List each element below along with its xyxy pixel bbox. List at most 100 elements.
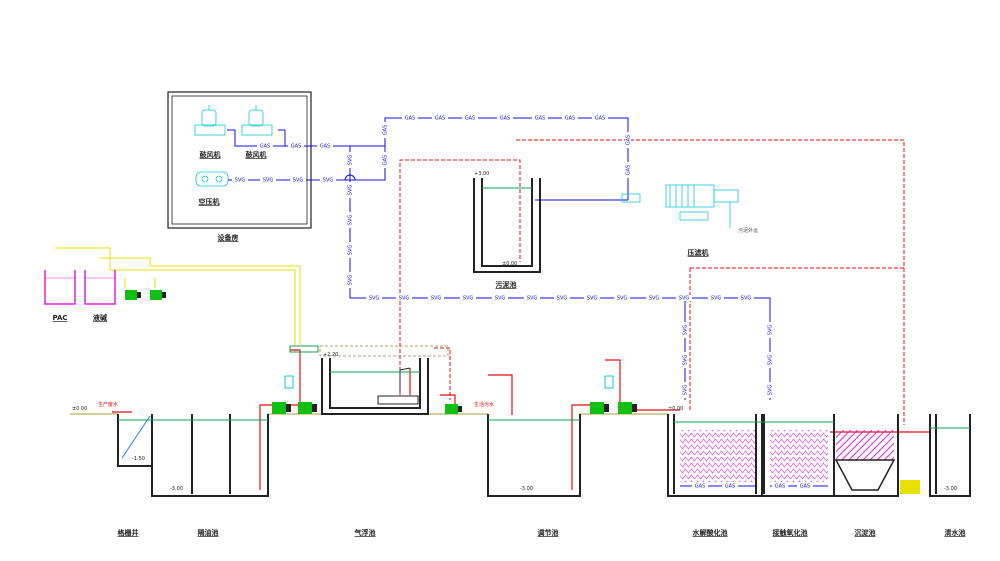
svg-pipe-tag: SVG bbox=[768, 355, 774, 366]
level-screen-bottom: -1.50 bbox=[132, 456, 145, 462]
svg-pipe-tag: SVG bbox=[263, 178, 274, 184]
svg-pipe-tag: SVG bbox=[369, 296, 380, 302]
equipment-room: 鼓风机 鼓风机 空压机 设备房 bbox=[167, 91, 312, 242]
svg-pipe-tag: SVG bbox=[741, 296, 752, 302]
sludge-tank-label: 污泥池 bbox=[496, 280, 517, 289]
gas-pipe-tag: GAS bbox=[565, 116, 575, 122]
svg-pipe-tag: SVG bbox=[679, 296, 690, 302]
unit-label-sedimentation: 沉淀池 bbox=[855, 528, 876, 537]
svg-pipe-tag: SVG bbox=[348, 215, 354, 226]
blower-2-label: 鼓风机 bbox=[246, 150, 267, 159]
blower-2-icon bbox=[241, 105, 273, 136]
flotation-dosing-device-icon bbox=[284, 345, 319, 389]
gas-pipe-tag: GAS bbox=[695, 484, 705, 490]
air-flotation-tank bbox=[321, 358, 429, 415]
oil-separator bbox=[150, 414, 269, 497]
filter-press-icon bbox=[621, 184, 739, 228]
gas-pipe-tag: GAS bbox=[500, 116, 510, 122]
gas-pipe-tag: GAS bbox=[775, 484, 785, 490]
flotation-pump-1-icon bbox=[272, 402, 291, 414]
svg-pipe-tag: SVG bbox=[768, 325, 774, 336]
level-ground-left: ±0.00 bbox=[72, 406, 87, 412]
sludge-pipes bbox=[399, 139, 905, 425]
lift-dosing-device-icon bbox=[604, 375, 614, 389]
outward-transport-label: 污泥外运 bbox=[738, 227, 758, 234]
caustic-label: 液碱 bbox=[93, 313, 107, 322]
gas-pipe-tag: GAS bbox=[383, 155, 389, 165]
svg-pipe-tag: SVG bbox=[348, 155, 354, 166]
equipment-room-label: 设备房 bbox=[218, 233, 239, 242]
gas-pipe-tag: GAS bbox=[535, 116, 545, 122]
blower-1-icon bbox=[194, 105, 226, 136]
svg-pipe-tag: SVG bbox=[348, 275, 354, 286]
sludge-return-pump-icon bbox=[900, 480, 920, 494]
svg-pipe-tag: SVG bbox=[323, 178, 334, 184]
gas-pipe-tag: GAS bbox=[626, 165, 632, 175]
clear-water-tank bbox=[929, 414, 971, 497]
unit-label-screen-well: 格栅井 bbox=[118, 528, 139, 537]
domestic-sewage-label: 生活污水 bbox=[474, 401, 494, 408]
svg-pipe-tag: SVG bbox=[683, 355, 689, 366]
svg-pipe-tag: SVG bbox=[587, 296, 598, 302]
air-compressor-label: 空压机 bbox=[199, 197, 220, 206]
svg-pipe-tag: SVG bbox=[235, 178, 246, 184]
svg-pipe-tag: SVG bbox=[431, 296, 442, 302]
gas-pipe-tag: GAS bbox=[383, 125, 389, 135]
pac-tank bbox=[44, 270, 76, 305]
level-sludge-bottom: ±0.00 bbox=[502, 261, 517, 267]
svg-pipe-tag: SVG bbox=[399, 296, 410, 302]
svg-pipe-tag: SVG bbox=[557, 296, 568, 302]
flotation-frame bbox=[319, 345, 449, 357]
gas-pipe-tag: GAS bbox=[800, 484, 810, 490]
pipe-tags: GAS GAS GAS GAS GAS GAS GAS GAS GAS GAS SVG SVG SVG S… bbox=[232, 115, 813, 490]
hydrolysis-tank bbox=[667, 414, 763, 497]
dosing-pump-1-icon bbox=[125, 290, 141, 300]
flotation-out-pump-icon bbox=[445, 404, 462, 414]
svg-pipe-tag: SVG bbox=[463, 296, 474, 302]
svg-pipe-tag: SVG bbox=[683, 385, 689, 396]
dosing-lines bbox=[55, 247, 301, 345]
gas-pipe-tag: GAS bbox=[626, 135, 632, 145]
pac-label: PAC bbox=[52, 314, 67, 322]
gas-pipe-tag: GAS bbox=[320, 144, 330, 150]
svg-pipe-tag: SVG bbox=[293, 178, 304, 184]
lift-pump-2-icon bbox=[618, 402, 637, 414]
unit-label-hydrolysis: 水解酸化池 bbox=[693, 528, 728, 537]
gas-pipe-tag: GAS bbox=[435, 116, 445, 122]
level-sludge-top: +3.00 bbox=[474, 171, 489, 177]
adjusting-tank bbox=[487, 414, 581, 497]
svg-pipe-tag: SVG bbox=[711, 296, 722, 302]
svg-pipe-tag: SVG bbox=[527, 296, 538, 302]
gas-pipe-tag: GAS bbox=[595, 116, 605, 122]
unit-label-air-flotation: 气浮池 bbox=[354, 528, 376, 537]
caustic-tank bbox=[84, 270, 116, 305]
gas-pipe-tag: GAS bbox=[291, 144, 301, 150]
gas-pipe-tag: GAS bbox=[260, 144, 270, 150]
level-adjust-bottom: -3.00 bbox=[520, 486, 533, 492]
gas-pipe-tag: GAS bbox=[725, 484, 735, 490]
level-float-top: +2.20 bbox=[323, 352, 338, 358]
unit-label-adjusting-tank: 调节池 bbox=[538, 528, 559, 537]
svg-pipe-tag: SVG bbox=[683, 325, 689, 336]
gas-pipe-tag: GAS bbox=[405, 116, 415, 122]
level-ground-mid: ±0.00 bbox=[668, 406, 683, 412]
sedimentation-tank bbox=[834, 414, 899, 497]
svg-pipe-tag: SVG bbox=[348, 185, 354, 196]
flotation-pump-2-icon bbox=[298, 402, 317, 414]
level-oil-bottom: -3.00 bbox=[170, 486, 183, 492]
production-wastewater-label: 生产废水 bbox=[98, 401, 118, 408]
blower-1-label: 鼓风机 bbox=[200, 150, 221, 159]
level-clear-bottom: -3.00 bbox=[944, 486, 957, 492]
unit-labels: 格栅井 隔油池 气浮池 调节池 水解酸化池 接触氧化池 沉淀池 清水池 bbox=[118, 528, 966, 537]
dosing-pump-2-icon bbox=[150, 290, 166, 300]
unit-label-oil-separator: 隔油池 bbox=[198, 528, 219, 537]
sludge-tank bbox=[473, 178, 541, 273]
filter-press-label: 压滤机 bbox=[688, 248, 709, 257]
gas-pipe-tag: GAS bbox=[465, 116, 475, 122]
svg-pipe-tag: SVG bbox=[768, 385, 774, 396]
air-compressor-icon bbox=[195, 171, 229, 187]
svg-pipe-tag: SVG bbox=[495, 296, 506, 302]
svg-pipe-tag: SVG bbox=[649, 296, 660, 302]
screen-well bbox=[117, 414, 151, 467]
